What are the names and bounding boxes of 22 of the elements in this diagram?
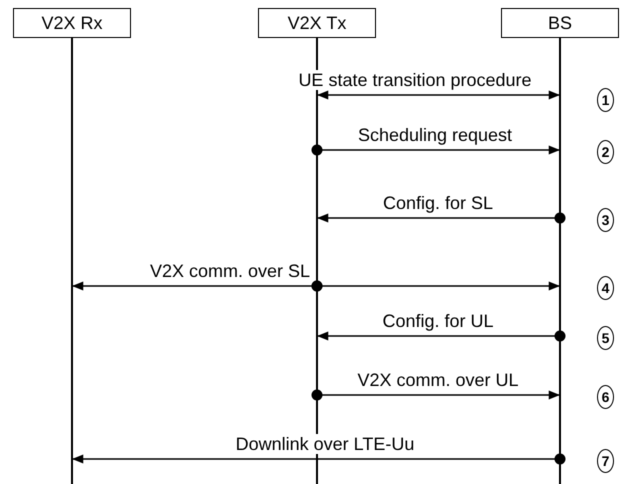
step-number: 2	[597, 140, 614, 164]
edge-label: Config. for SL	[382, 193, 494, 213]
edge-label: Downlink over LTE-Uu	[234, 434, 416, 454]
message-arrow	[312, 390, 560, 400]
participant-box: BS	[501, 8, 619, 38]
step-number: 6	[597, 385, 614, 409]
step-number: 5	[597, 326, 614, 350]
message-arrow	[312, 280, 560, 292]
edge-label: Scheduling request	[356, 125, 514, 145]
step-number: 4	[597, 276, 614, 300]
message-arrow	[317, 90, 560, 100]
participant-box: V2X Rx	[13, 8, 131, 38]
message-arrow	[312, 144, 560, 156]
step-number: 3	[597, 208, 614, 232]
step-number: 7	[597, 449, 614, 473]
participant-box: V2X Tx	[258, 8, 376, 38]
edge-label: UE state transition procedure	[297, 70, 533, 90]
message-arrow	[317, 330, 566, 342]
message-arrow	[72, 454, 566, 464]
message-arrow	[317, 212, 566, 224]
edge-label: Config. for UL	[381, 311, 495, 331]
step-number: 1	[597, 88, 614, 112]
